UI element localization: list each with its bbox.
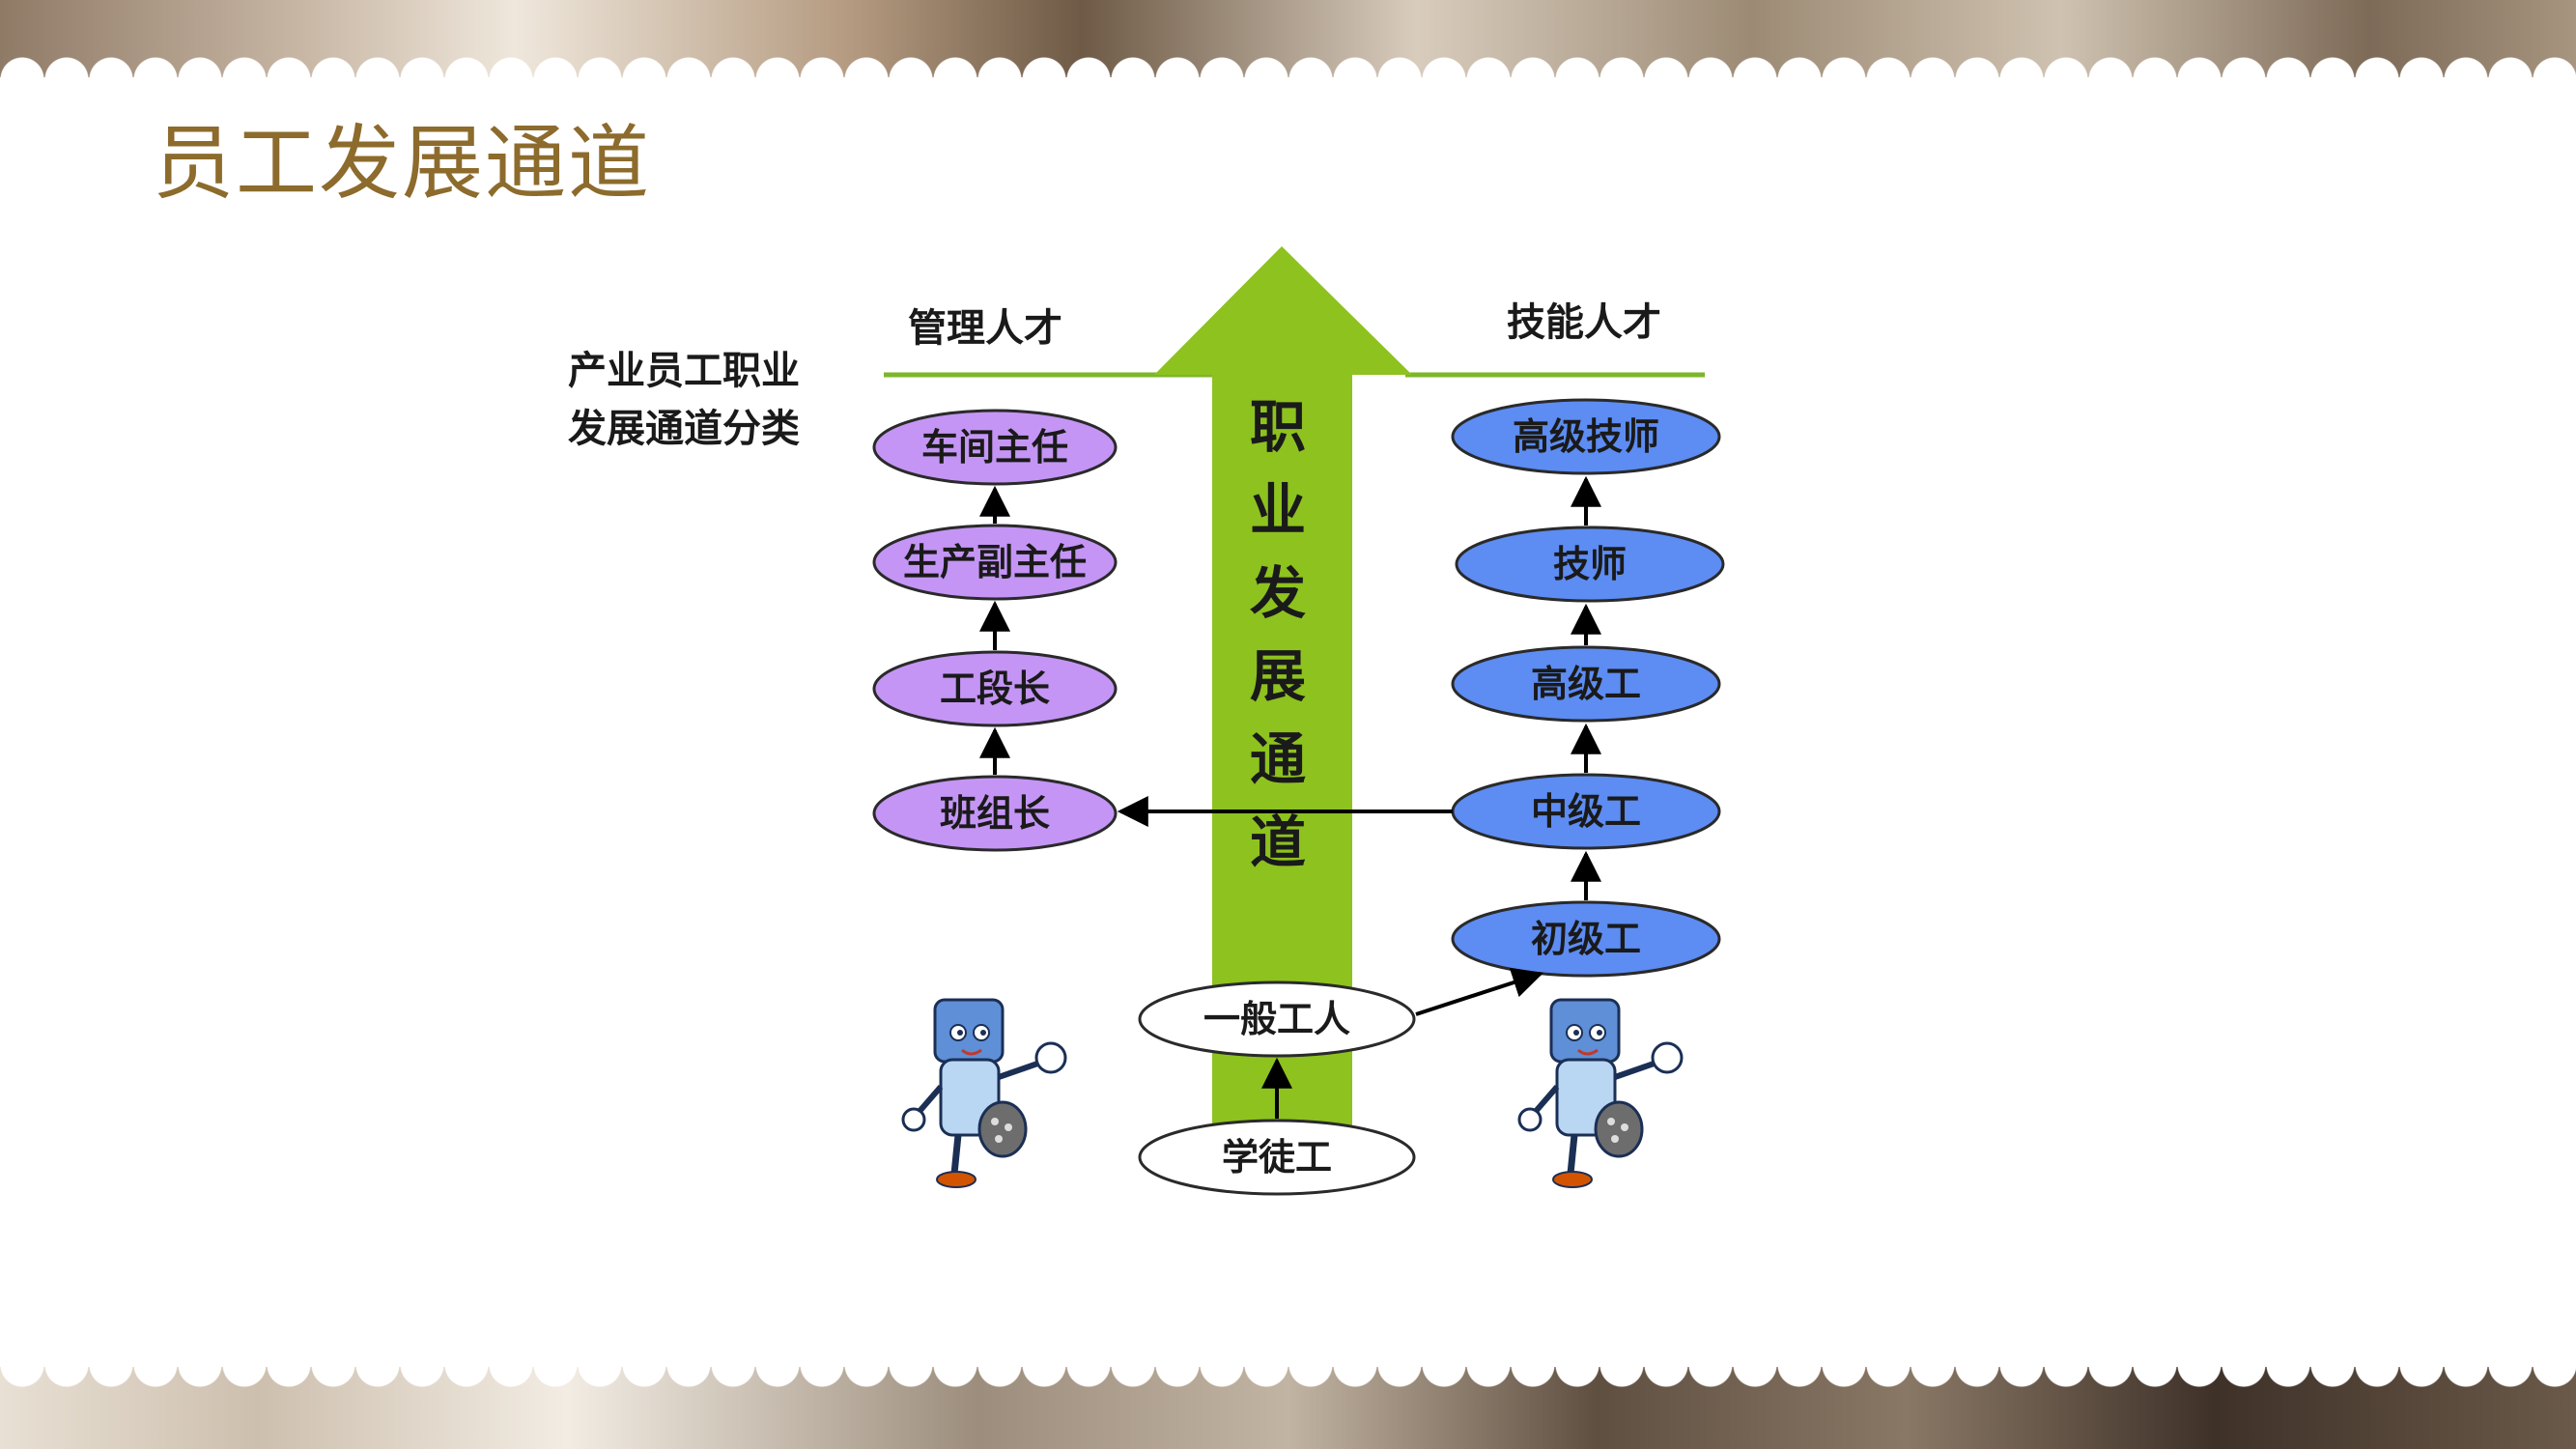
node-label: 高级工: [1531, 663, 1641, 705]
management-node: 生产副主任: [872, 524, 1118, 601]
node-label: 初级工: [1531, 918, 1641, 960]
mascot-illustration-left: [901, 998, 1067, 1188]
skill-header: 技能人才: [1507, 300, 1661, 345]
center-node: 一般工人: [1138, 980, 1416, 1058]
arrow-char: 职: [1250, 394, 1306, 460]
node-label: 一般工人: [1203, 998, 1350, 1040]
node-label: 工段长: [940, 668, 1050, 710]
node-label: 高级技师: [1513, 415, 1659, 458]
management-node: 班组长: [872, 775, 1118, 852]
category-label-line-1: 产业员工职业: [568, 349, 800, 393]
career-development-arrow: [1154, 246, 1412, 1140]
arrow-char: 发: [1250, 560, 1306, 626]
category-label-line-2: 发展通道分类: [568, 407, 800, 451]
skill-node: 高级技师: [1451, 398, 1721, 475]
node-label: 车间主任: [921, 426, 1068, 469]
management-header: 管理人才: [908, 306, 1062, 351]
node-label: 班组长: [940, 792, 1050, 835]
top-decorative-photo-band: [0, 0, 2576, 77]
bottom-scallop-edge: [0, 1367, 2576, 1394]
skill-node: 高级工: [1451, 645, 1721, 723]
center-node: 学徒工: [1138, 1119, 1416, 1196]
arrow-char: 通: [1250, 726, 1306, 792]
page-title: 员工发展通道: [153, 116, 652, 211]
node-label: 中级工: [1531, 790, 1641, 833]
management-node: 车间主任: [872, 409, 1118, 486]
skill-node: 初级工: [1451, 900, 1721, 978]
bottom-decorative-photo-band: [0, 1367, 2576, 1449]
diagonal-arrow: [1415, 967, 1544, 1016]
top-scallop-edge: [0, 50, 2576, 77]
management-node: 工段长: [872, 650, 1118, 727]
arrow-char: 展: [1250, 643, 1306, 709]
node-label: 生产副主任: [903, 541, 1087, 583]
node-label: 学徒工: [1222, 1136, 1332, 1179]
skill-node: 中级工: [1451, 773, 1721, 850]
skill-node: 技师: [1455, 526, 1725, 603]
mascot-illustration-right: [1517, 998, 1684, 1188]
node-label: 技师: [1553, 543, 1627, 585]
arrow-char: 业: [1250, 477, 1306, 543]
arrow-char: 道: [1250, 810, 1306, 875]
